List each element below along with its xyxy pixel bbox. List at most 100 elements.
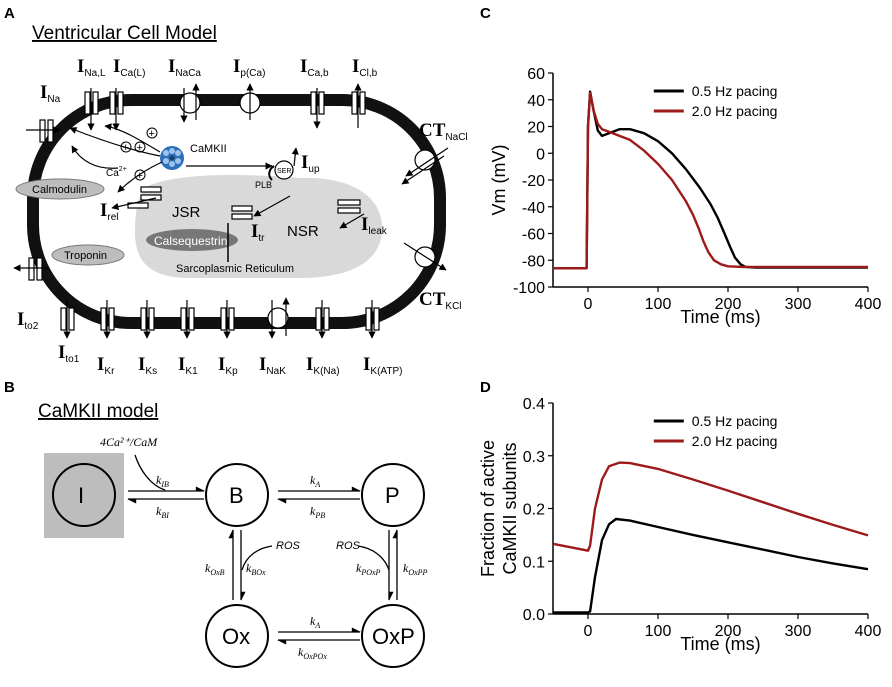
label-icab: ICa,b (300, 56, 329, 79)
channel-ical (109, 91, 124, 115)
chart-d-ytick-label: 0.3 (523, 449, 545, 466)
node-ox-label: Ox (222, 624, 250, 649)
chart-c-xtick-label: 0 (584, 296, 593, 313)
chart-c-ytick-label: -40 (522, 200, 545, 217)
chart-c-x-axis-label: Time (ms) (680, 307, 760, 327)
panel-a: A Ventricular Cell Model Calsequestrin J… (4, 5, 468, 377)
chart-c-ytick-label: 0 (536, 146, 545, 163)
chart-d-y-axis-label: CaMKII subunits (500, 442, 520, 574)
label-iup: Iup (301, 152, 320, 175)
rate-koxpp: kOxPP (403, 561, 428, 577)
panel-a-title: Ventricular Cell Model (32, 23, 217, 44)
node-p-label: P (385, 483, 400, 508)
jsr-label: JSR (172, 204, 201, 221)
cotransporter-nacl (414, 149, 436, 171)
camkii-icon (160, 146, 184, 170)
troponin-label: Troponin (64, 250, 107, 262)
rate-koxpox: kOxPOx (298, 645, 327, 661)
chart-c-ytick-label: -100 (513, 280, 545, 297)
chart-d-x-axis-label: Time (ms) (680, 634, 760, 654)
channel-ikna (315, 307, 330, 331)
rate-koxb: kOxB (205, 561, 225, 577)
channel-iclb (351, 91, 366, 115)
chart-d-legend-label-2: 2.0 Hz pacing (692, 433, 778, 449)
node-ox (205, 604, 269, 668)
chart-c-y-axis-label: Vm (mV) (489, 145, 509, 216)
pump-inak (267, 307, 289, 329)
label-ileak: Ileak (361, 214, 388, 237)
chart-c-ytick-label: 20 (527, 120, 545, 137)
panel-c-letter: C (480, 5, 491, 22)
chart-c-legend-label-2: 2.0 Hz pacing (692, 103, 778, 119)
calmodulin-input-label: 4Ca²⁺/CaM (100, 435, 158, 449)
plus-1: + (149, 128, 155, 140)
node-i (52, 463, 116, 527)
ca-label: Ca2+ (106, 166, 127, 179)
panel-a-letter: A (4, 5, 15, 22)
rate-ka-bottom: kA (310, 614, 320, 630)
ros-label-left: ROS (276, 540, 301, 552)
troponin-blob (51, 244, 125, 266)
serca-pump (274, 160, 294, 180)
plus-4: + (137, 170, 143, 182)
label-ik1: IK1 (178, 354, 198, 377)
label-ikatp: IK(ATP) (363, 354, 402, 377)
chart-d-xtick-label: 400 (855, 623, 882, 640)
label-iclb: ICl,b (352, 56, 378, 79)
node-p (361, 463, 425, 527)
channel-inal (84, 91, 99, 115)
chart-c-xtick-label: 200 (715, 296, 742, 313)
channel-ik1 (180, 307, 195, 331)
chart-c-series-line-2 (553, 91, 868, 270)
chart-d-ytick-label: 0.4 (523, 396, 545, 413)
calsequestrin-label: Calsequestrin (154, 234, 227, 248)
membrane-channels (28, 91, 380, 331)
serca-cycle-arrow (268, 165, 275, 181)
rate-kpoxp: kPOxP (356, 561, 381, 577)
label-iks: IKs (138, 354, 157, 377)
rate-ka-top: kA (310, 473, 320, 489)
label-ctkcl: CTKCl (419, 289, 462, 312)
pump-inaca (179, 92, 201, 114)
rate-labels: kIB kBI kA kPB kOxB kBOx kPOxP kOxPP kA … (156, 473, 428, 661)
nsr-label: NSR (287, 223, 319, 240)
channel-iks (140, 307, 155, 331)
channel-icab (310, 91, 325, 115)
label-ikr: IKr (97, 354, 115, 377)
chart-d-ytick-label: 0.0 (523, 607, 545, 624)
rate-kbox: kBOx (246, 561, 266, 577)
sarcoplasmic-reticulum (135, 175, 383, 278)
panel-b: B CaMKII model I B P Ox OxP 4 (4, 379, 428, 668)
plus-marker-1 (146, 127, 158, 139)
chart-d-xtick-label: 100 (645, 623, 672, 640)
cell-membrane (27, 94, 446, 329)
calmodulin-label: Calmodulin (32, 184, 87, 196)
label-irel: Irel (100, 200, 119, 223)
node-i-label: I (78, 483, 84, 508)
sr-label: Sarcoplasmic Reticulum (176, 263, 294, 275)
flux-arrows (13, 83, 449, 339)
label-ikna: IK(Na) (306, 354, 340, 377)
label-inak: INaK (259, 354, 286, 377)
label-ito1: Ito1 (58, 342, 80, 365)
label-ito2: Ito2 (17, 309, 39, 332)
channel-ikatp (365, 307, 380, 331)
label-inaca: INaCa (168, 56, 201, 79)
camkii-label: CaMKII (190, 143, 227, 155)
label-ipca: Ip(Ca) (233, 56, 265, 79)
camkii-arrows (69, 123, 273, 193)
chart-c-ytick-label: -20 (522, 173, 545, 190)
label-ina: INa (40, 82, 61, 105)
plus-2: + (137, 142, 143, 154)
sr-channels (127, 186, 361, 220)
chart-c-xtick-label: 300 (785, 296, 812, 313)
node-oxp-label: OxP (372, 624, 415, 649)
chart-d-series-line-1 (553, 517, 869, 614)
channel-ina (39, 119, 54, 143)
node-b (205, 463, 269, 527)
reaction-arrows (127, 454, 398, 645)
chart-d-y-axis-label: Fraction of active (478, 440, 498, 577)
chart-c-xtick-label: 400 (855, 296, 882, 313)
